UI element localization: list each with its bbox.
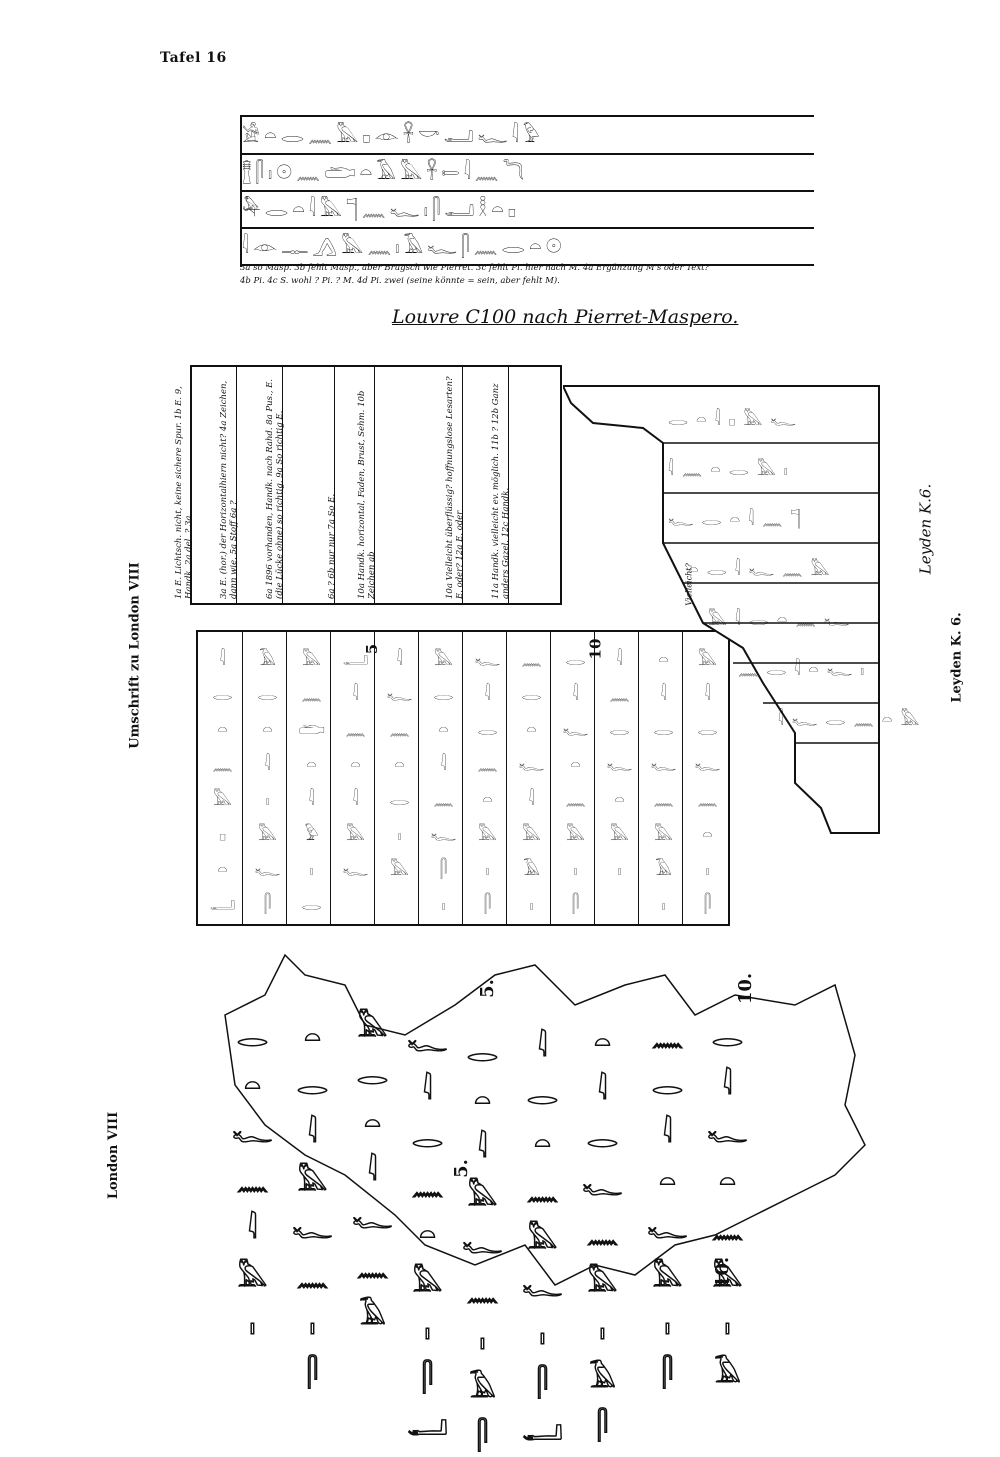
transcription-column-6: 𓅓𓂋𓏏𓇋𓈖𓆑𓋴𓏤 [418, 632, 463, 924]
transcription-line-number-5: 5 [363, 643, 382, 655]
transcription-column-1: 𓇋𓂋𓏏𓈖𓅓𓊪𓏏𓂝 [198, 632, 242, 924]
leyden-fragment-outline [563, 385, 880, 834]
transcription-column-2-text: 𓄿𓂋𓏏𓇋𓏤𓅓𓆑𓋴 [254, 642, 274, 922]
notes-column-5: 10a Handk. horizontal, Faden, Brust, Seh… [357, 367, 463, 603]
photo-column-2: 𓏏𓂋𓇋𓅓𓆑𓈖𓏤𓋴 [292, 1010, 323, 1394]
transcription-column-10-text: 𓇋𓈖𓂋𓆑𓏏𓅓𓏤 [606, 642, 626, 887]
transcription-column-10: 𓇋𓈖𓂋𓆑𓏏𓅓𓏤 [594, 632, 639, 924]
photo-column-5: 𓂋𓏏𓇋𓅓𓆑𓈖𓏤𓄿𓋴 [462, 1025, 493, 1457]
louvre-row-3: 𓅆𓂋𓏏𓇋𓅓𓊹𓈖𓆑𓏤𓋴𓂝𓎛𓏏𓊪 [242, 191, 814, 229]
london-transcription-table: 𓇋𓂋𓏏𓈖𓅓𓊪𓏏𓂝 𓄿𓂋𓏏𓇋𓏤𓅓𓆑𓋴 𓅓𓈖𓂧𓏏𓇋𓅱𓏤𓂋 𓂝𓇋𓈖𓏏𓇋𓅓𓆑 𓇋𓆑𓈖𓏏𓂋… [196, 630, 730, 926]
photo-column-3: 𓅓𓂋𓏏𓇋𓆑𓈖𓄿 [352, 1000, 383, 1336]
notes-column-7-text: 11a Handk. vielleicht ev. möglich. 11b ?… [491, 383, 511, 599]
right-header: Leyden K. 6. [949, 612, 965, 703]
leyden-row-3: 𓆑𓂋𓏏𓇋𓈖𓊹 [668, 510, 809, 530]
transcription-column-9-text: 𓂋𓇋𓆑𓏏𓈖𓅓𓏤𓋴 [562, 642, 582, 922]
leyden-row-5: 𓅓𓇋𓂋𓏏𓈖𓆑 [708, 610, 858, 630]
louvre-caption: Louvre C100 nach Pierret-Maspero. [392, 306, 739, 328]
transcription-column-3: 𓅓𓈖𓂧𓏏𓇋𓅱𓏤𓂋 [286, 632, 331, 924]
transcription-column-7-text: 𓆑𓇋𓂋𓈖𓏏𓅓𓏤𓋴 [474, 642, 494, 922]
leyden-row-1: 𓂋𓏏𓇋𓊪𓅓𓆑 [668, 410, 804, 430]
transcription-column-12-text: 𓅓𓇋𓂋𓆑𓈖𓏏𓏤𓋴 [694, 642, 714, 922]
transcription-column-2: 𓄿𓂋𓏏𓇋𓏤𓅓𓆑𓋴 [242, 632, 287, 924]
notes-column-3-text: 6a 1896 vorhanden, Handk. nach Rahd. 8a … [265, 378, 285, 599]
leyden-row-7: 𓇋𓆑𓂋𓈖𓏏𓅓 [778, 710, 928, 730]
photo-line-number-5-bottom: 5. [450, 1159, 472, 1178]
photo-column-7: 𓏏𓇋𓂋𓆑𓈖𓅓𓏤𓄿𓋴 [582, 1015, 613, 1447]
transcription-column-1-text: 𓇋𓂋𓏏𓈖𓅓𓊪𓏏𓂝 [209, 642, 229, 922]
notes-column-2: 3a E. (hor.) der Horizontalhiern nicht? … [219, 367, 283, 603]
transcription-column-12: 𓅓𓇋𓂋𓆑𓈖𓏏𓏤𓋴 [682, 632, 727, 924]
notes-column-1-text: 1a E. Lichtsch. nicht, keine sichere Spu… [174, 386, 194, 599]
notes-column-3: 6a 1896 vorhanden, Handk. nach Rahd. 8a … [265, 367, 335, 603]
notes-column-7: 11a Handk. vielleicht ev. möglich. 11b ?… [491, 367, 559, 603]
photo-line-number-10-bottom: 10. [712, 1256, 734, 1289]
leyden-caption: Leyden K.6. [916, 483, 935, 575]
photo-column-8: 𓈖𓂋𓇋𓏏𓆑𓅓𓏤𓋴 [647, 1010, 678, 1394]
left-header: London VIII [106, 1111, 122, 1200]
transcription-column-8: 𓈖𓂋𓏏𓆑𓇋𓅓𓄿𓏤 [506, 632, 551, 924]
leyden-row-2: 𓇋𓈖𓏏𓂋𓅓𓏤 [668, 460, 796, 480]
plate-label: Tafel 16 [160, 50, 227, 66]
photo-line-number-5-top: 5. [476, 979, 498, 998]
notes-column-6: 10a Vielleicht überflüssig? hoffnungslos… [445, 367, 509, 603]
notes-column-5-text: 10a Handk. horizontal, Faden, Brust, Seh… [357, 390, 377, 599]
transcription-column-4-text: 𓂝𓇋𓈖𓏏𓇋𓅓𓆑 [342, 642, 362, 887]
louvre-row-4: 𓇋𓁹𓊃𓂻𓅓𓈖𓏤𓄿𓆑𓋴𓈖𓂋𓏏𓇳 [242, 228, 814, 266]
transcription-column-8-text: 𓈖𓂋𓏏𓆑𓇋𓅓𓄿𓏤 [518, 642, 538, 922]
photo-column-9: 𓂋𓇋𓆑𓏏𓈖𓅓𓏤𓄿 [707, 1010, 738, 1394]
transcription-column-5-text: 𓇋𓆑𓈖𓏏𓂋𓏤𓅓 [386, 642, 406, 887]
notes-column-4-text: 6a ? 6b nur nur 7a So E. [327, 493, 337, 599]
papyrus-fragment-outline [224, 953, 866, 1286]
transcription-column-9: 𓂋𓇋𓆑𓏏𓈖𓅓𓏤𓋴 [550, 632, 595, 924]
notes-column-6-text: 10a Vielleicht überflüssig? hoffnungslos… [445, 376, 465, 599]
photo-line-number-10-top: 10. [735, 972, 757, 1005]
transcription-column-3-text: 𓅓𓈖𓂧𓏏𓇋𓅱𓏤𓂋 [298, 642, 318, 922]
transcription-column-7: 𓆑𓇋𓂋𓈖𓏏𓅓𓏤𓋴 [462, 632, 507, 924]
leyden-note: Vielleicht? [684, 563, 694, 606]
notes-column-4: 6a ? 6b nur nur 7a So E. [327, 367, 375, 603]
leyden-hieroglyph-text: 𓂋𓏏𓇋𓊪𓅓𓆑 𓇋𓈖𓏏𓂋𓅓𓏤 𓆑𓂋𓏏𓇋𓈖𓊹 𓏏𓂋𓇋𓆑𓈖𓅓 𓅓𓇋𓂋𓏏𓈖𓆑 𓈖𓂋𓇋𓏏𓆑… [668, 395, 928, 745]
louvre-note-2: 4b Pi. 4c S. wohl ? Pi. ? M. 4d Pi. zwei… [240, 276, 560, 286]
louvre-row-2: 𓊽𓋴𓏤𓇳𓈖𓂧𓏏𓄿𓅓𓋹𓍿𓇋𓈖𓆓 [242, 154, 814, 192]
photo-column-1: 𓂋𓏏𓆑𓈖𓇋𓅓𓏤 [232, 1010, 263, 1346]
transcription-column-6-text: 𓅓𓂋𓏏𓇋𓈖𓆑𓋴𓏤 [430, 642, 450, 922]
transcription-column-5: 𓇋𓆑𓈖𓏏𓂋𓏤𓅓 [374, 632, 419, 924]
notes-box: 1a E. Lichtsch. nicht, keine sichere Spu… [174, 365, 562, 605]
photo-column-4: 𓆑𓇋𓂋𓈖𓏏𓅓𓏤𓋴𓂝 [407, 1015, 438, 1447]
transcription-column-4: 𓂝𓇋𓈖𓏏𓇋𓅓𓆑 [330, 632, 375, 924]
notes-column-2-text: 3a E. (hor.) der Horizontalhiern nicht? … [219, 380, 239, 599]
louvre-row-1: 𓀀𓏏𓂋𓈖𓅓𓊪𓁹𓋹𓎡𓂝𓆑𓇋𓅱 [242, 117, 814, 155]
transcription-column-11-text: 𓏏𓇋𓂋𓆑𓈖𓅓𓄿𓏤 [650, 642, 670, 922]
leyden-row-6: 𓈖𓂋𓇋𓏏𓆑𓏤 [738, 660, 873, 680]
louvre-hieroglyph-frame: 𓀀𓏏𓂋𓈖𓅓𓊪𓁹𓋹𓎡𓂝𓆑𓇋𓅱 𓊽𓋴𓏤𓇳𓈖𓂧𓏏𓄿𓅓𓋹𓍿𓇋𓈖𓆓 𓅆𓂋𓏏𓇋𓅓𓊹𓈖𓆑𓏤𓋴𓂝… [240, 115, 814, 267]
middle-header: Umschrift zu London VIII [127, 562, 143, 749]
photo-column-6: 𓇋𓂋𓏏𓈖𓅓𓆑𓏤𓋴𓂝 [522, 1020, 553, 1452]
leyden-row-4: 𓏏𓂋𓇋𓆑𓈖𓅓 [688, 560, 838, 580]
louvre-notes: 3a so Masp. 3b fehlt Masp., aber Brugsch… [240, 262, 820, 288]
louvre-note-1: 3a so Masp. 3b fehlt Masp., aber Brugsch… [240, 263, 710, 273]
transcription-column-11: 𓏏𓇋𓂋𓆑𓈖𓅓𓄿𓏤 [638, 632, 683, 924]
